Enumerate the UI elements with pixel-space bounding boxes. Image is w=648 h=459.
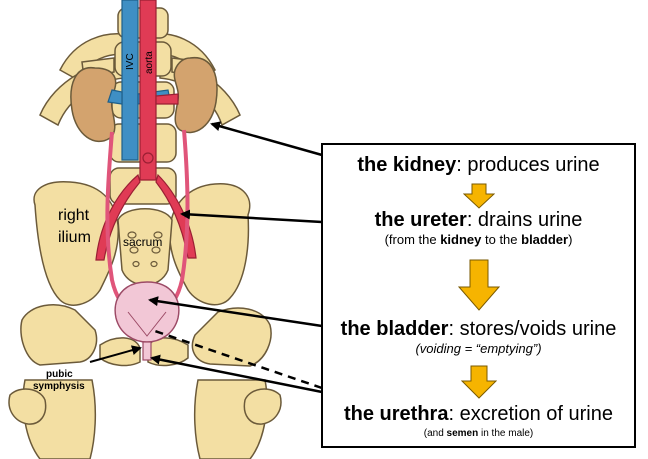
bladder-trigone — [127, 311, 167, 337]
bladder-step-note: (voiding = “emptying”) — [415, 341, 542, 356]
pelvis — [8, 181, 282, 459]
right-ilium-label-line2: ilium — [58, 229, 91, 246]
bladder-pointer-arrow — [148, 296, 323, 328]
urethra-step-description: : excretion of urine — [448, 403, 613, 425]
pointer-arrows — [89, 121, 323, 394]
kidney-step-title: the kidney — [357, 154, 457, 176]
right-ilium-label-line1: right — [58, 207, 90, 224]
bladder-step-title: the bladder — [340, 318, 449, 340]
kidney-step-description: : produces urine — [456, 154, 600, 176]
down-arrow-1 — [462, 183, 495, 209]
pubic-symphysis-label-line1: pubic — [46, 369, 73, 380]
urinary-function-box: the kidney: produces urine the ureter: d… — [321, 143, 636, 448]
right-kidney — [70, 67, 117, 143]
ureter-step-description: : drains urine — [466, 209, 583, 231]
ureter-step-title: the ureter — [374, 209, 467, 231]
urethra-step-title: the urethra — [344, 403, 449, 425]
aorta-label: aorta — [144, 51, 155, 74]
urethra-dashed-pointer — [151, 328, 323, 390]
ureter-pointer-arrow — [180, 209, 323, 224]
sacrum-label: sacrum — [123, 235, 162, 249]
ureter-step: the ureter: drains urine (from the kidne… — [323, 208, 634, 248]
bladder-step-description: : stores/voids urine — [448, 318, 617, 340]
bladder-step: the bladder: stores/voids urine (voiding… — [323, 317, 634, 357]
kidney-pointer-arrow — [210, 121, 323, 157]
sacrum-foramina — [127, 231, 163, 268]
bladder — [114, 281, 180, 343]
pubic-symphysis-label-line2: symphysis — [33, 381, 85, 392]
urethra — [142, 341, 152, 361]
urethra-pointer-arrow — [150, 354, 323, 394]
pubic-symphysis-pointer — [89, 345, 142, 363]
urethra-step-note: (and semen in the male) — [423, 428, 534, 439]
urethra-step: the urethra: excretion of urine (and sem… — [323, 402, 634, 442]
down-arrow-3 — [460, 365, 497, 399]
ivc-label: IVC — [125, 53, 136, 70]
ureter-step-note: (from the kidney to the bladder) — [384, 232, 573, 247]
down-arrow-2 — [457, 259, 500, 311]
kidney-step: the kidney: produces urine — [323, 153, 634, 177]
left-kidney — [173, 57, 218, 134]
